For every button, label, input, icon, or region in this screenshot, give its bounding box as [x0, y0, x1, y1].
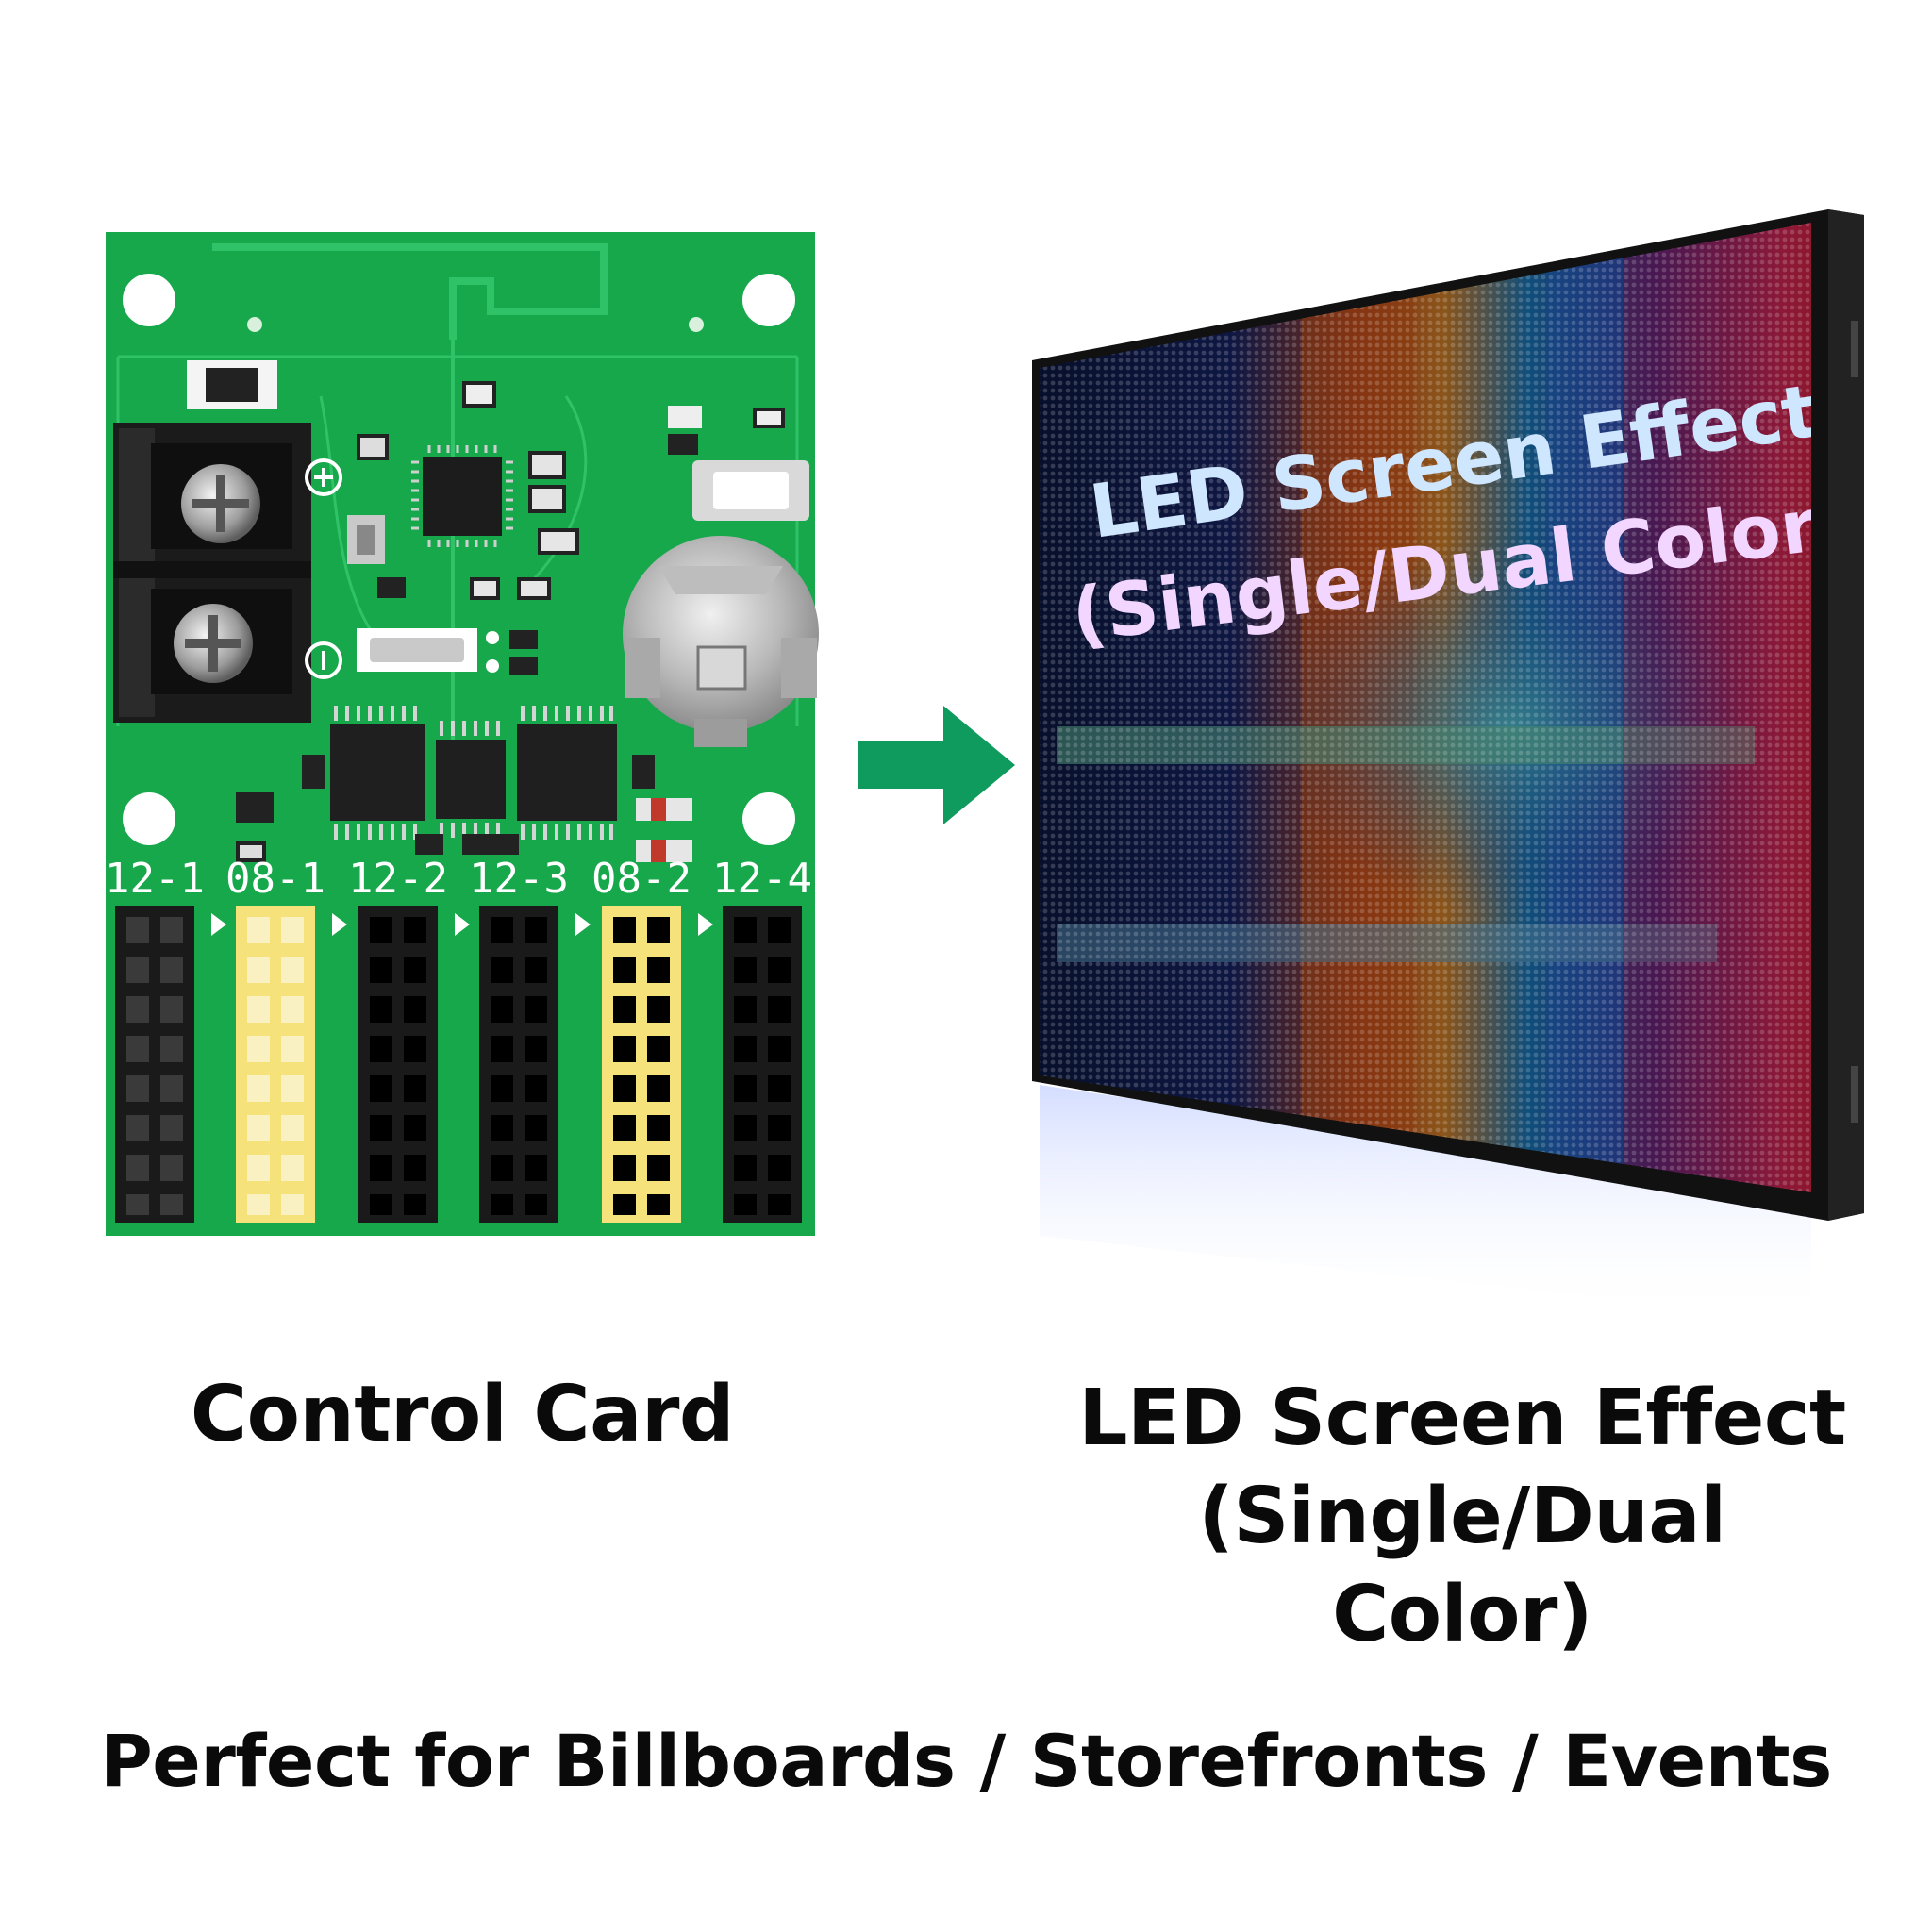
led-screen-caption: LED Screen Effect (Single/Dual Color) [1057, 1370, 1868, 1664]
arrow-right-icon [858, 706, 1015, 824]
header-label-12-2: 12-2 [348, 855, 448, 903]
control-card-caption: Control Card [190, 1370, 735, 1459]
coin-battery [623, 536, 819, 732]
plus-icon [305, 458, 342, 496]
header-label-12-1: 12-1 [105, 855, 205, 903]
led-screen-panel: LED Screen Effect (Single/Dual Color) [1032, 209, 1864, 1321]
header-label-08-1: 08-1 [225, 855, 325, 903]
minus-icon [305, 641, 342, 679]
control-card-pcb [106, 232, 819, 1236]
tagline: Perfect for Billboards / Storefronts / E… [100, 1719, 1832, 1803]
main-ic [423, 457, 502, 536]
header-label-12-3: 12-3 [469, 855, 569, 903]
led-caption-line-1: LED Screen Effect [1078, 1374, 1846, 1463]
header-label-12-4: 12-4 [712, 855, 812, 903]
led-caption-line-2: (Single/Dual Color) [1198, 1472, 1726, 1659]
driver-ic-row [330, 706, 617, 840]
header-label-08-2: 08-2 [591, 855, 691, 903]
